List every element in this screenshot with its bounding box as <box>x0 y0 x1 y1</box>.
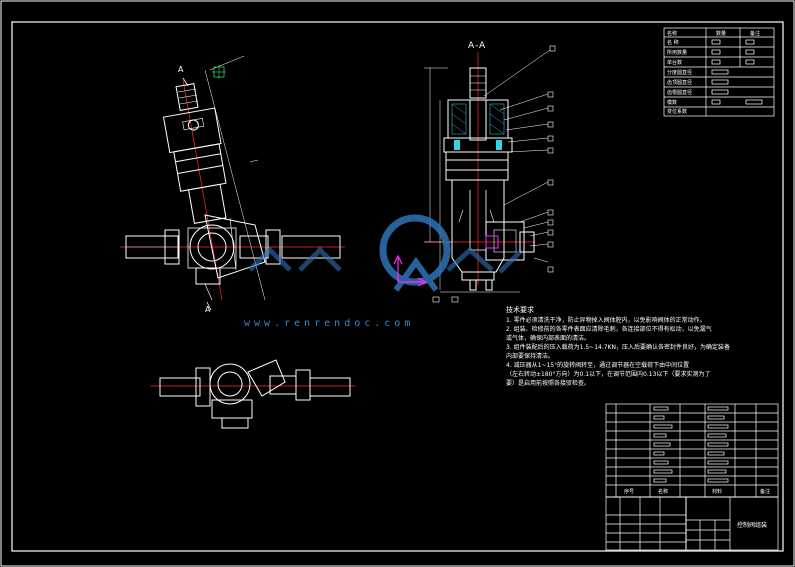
note-line: 2. 组装、检修前的各零件表面应清除毛刺，各连接部位不得有松动，以免漏气 <box>506 326 712 333</box>
table-row-label: 名 称 <box>667 40 679 46</box>
watermark-url: www.renrendoc.com <box>244 318 415 329</box>
main-view <box>120 55 345 311</box>
view-mark-a-top: A <box>178 65 185 74</box>
notes-body: 1. 零件必须清洗干净，防止异物掉入阀体腔内，以免影响阀体的正常动作。 2. 组… <box>506 316 776 388</box>
parameter-table <box>663 27 775 117</box>
note-line: 或气体，确保内部表面的清洁。 <box>506 335 591 342</box>
axis-gizmo <box>393 254 428 287</box>
note-line: 4. 减压器从1~15°的旋转阀转至，通过调节器在空载荷下由中间位置 <box>506 362 690 369</box>
section-label: A-A <box>468 41 487 51</box>
table-row-label: 单台数 <box>667 60 683 66</box>
title-block-note-label: 备注 <box>760 489 771 495</box>
table-row-label: 齿根圆直径 <box>667 90 693 96</box>
title-block-name-label: 名称 <box>658 489 669 495</box>
note-line: （左右转动±180°方向）为0.1以下，在调节范围内0.13以下（要求实测为了 <box>506 371 711 378</box>
bottom-view <box>150 359 355 429</box>
table-header-note: 备注 <box>750 31 761 37</box>
note-line: 1. 零件必须清洗干净，防止异物掉入阀体腔内，以免影响阀体的正常动作。 <box>506 317 706 324</box>
title-block-material-label: 材料 <box>712 489 723 495</box>
table-row-label: 模数 <box>667 100 678 106</box>
drawing-title: 控制阀组装 <box>737 522 768 529</box>
note-line: 内部要保持清洁。 <box>506 353 555 360</box>
table-row-label: 齿顶圆直径 <box>667 80 693 86</box>
section-view <box>424 45 556 303</box>
table-header-qty: 数量 <box>716 31 727 37</box>
table-row-label: 分度圆直径 <box>667 70 693 76</box>
title-block-index-label: 序号 <box>624 489 635 495</box>
view-mark-a-bottom: A <box>205 305 212 314</box>
note-line: 3. 组件装配后的压入载荷为1.5~14.7KN，压入后要确认各密封件良好，为确… <box>506 344 730 351</box>
watermark-logo <box>248 214 522 292</box>
inner-frame <box>11 21 784 552</box>
table-header-name: 名称 <box>667 31 678 37</box>
table-row-label: 变位系数 <box>667 109 688 115</box>
title-block <box>605 403 779 551</box>
table-row-label: 所用数量 <box>667 50 688 56</box>
note-line: 要）是启用前按照各接驳检查。 <box>506 380 591 387</box>
notes-title: 技术要求 <box>506 306 534 314</box>
